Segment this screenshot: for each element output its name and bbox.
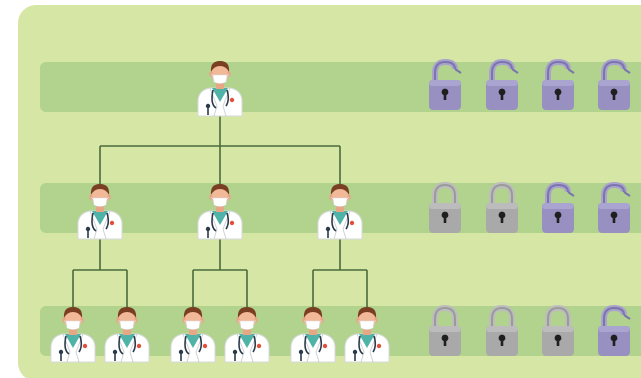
hierarchy-connectors (72, 112, 368, 310)
